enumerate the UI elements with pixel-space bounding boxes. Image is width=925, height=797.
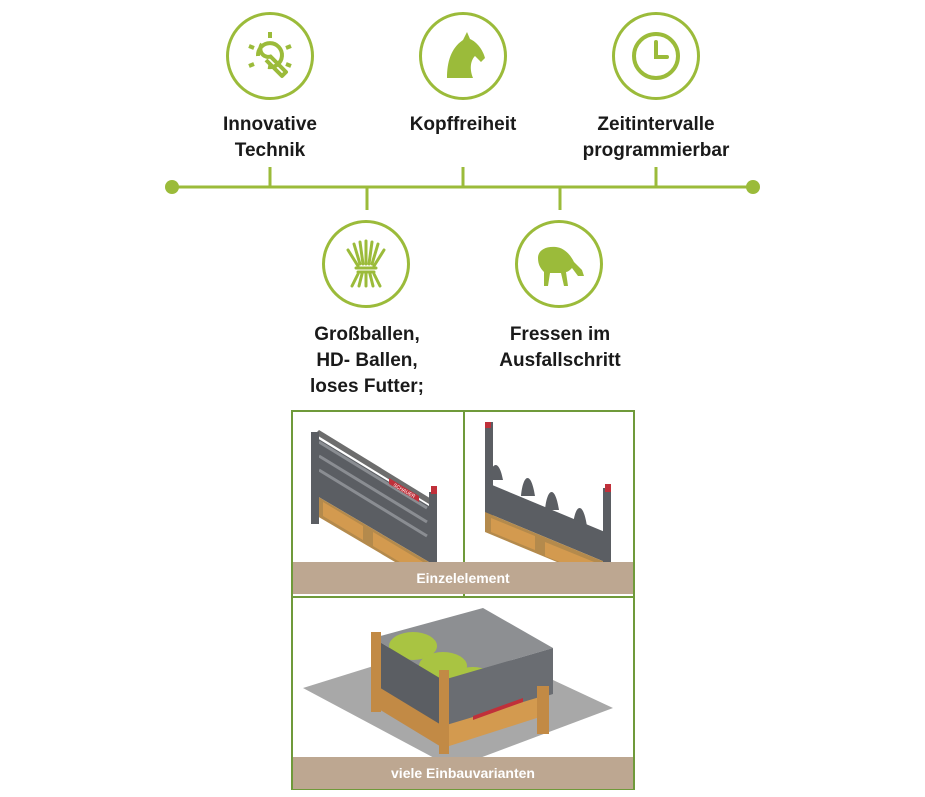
feature-zeitintervalle	[612, 12, 700, 100]
label-line: Fressen im	[509, 324, 611, 345]
feature-grossballen	[322, 220, 410, 308]
horse-head-icon	[447, 32, 485, 78]
clock-icon	[632, 32, 680, 80]
feature-label-zeitintervalle: Zeitintervalle programmierbar	[556, 112, 756, 164]
feature-kopffreiheit	[419, 12, 507, 100]
grazing-horse-icon	[538, 246, 584, 286]
label-line: Großballen,	[314, 324, 420, 345]
label-line: Technik	[234, 140, 306, 161]
label-line: Innovative	[223, 114, 317, 135]
caption-single-element: Einzelelement	[293, 562, 633, 594]
wrench-gear-icon	[248, 32, 292, 78]
hay-bundle-icon	[346, 239, 386, 288]
caption-text: Einzelelement	[416, 570, 510, 586]
label-line: loses Futter;	[309, 376, 425, 397]
caption-variants: viele Einbauvarianten	[293, 757, 633, 789]
variants-render	[303, 608, 613, 768]
feature-label-fressen: Fressen im Ausfallschritt	[460, 322, 660, 374]
label-line: Kopffreiheit	[409, 114, 517, 135]
label-line: Ausfallschritt	[499, 350, 621, 371]
label-line: programmierbar	[582, 140, 730, 161]
timeline-end-dot	[746, 180, 760, 194]
feeder-closed-render: SCHAUER	[311, 430, 437, 584]
feature-label-kopffreiheit: Kopffreiheit	[363, 112, 563, 138]
timeline	[165, 167, 760, 210]
label-line: Zeitintervalle	[597, 114, 715, 135]
feature-innovative-technik	[226, 12, 314, 100]
timeline-start-dot	[165, 180, 179, 194]
label-line: HD- Ballen,	[316, 350, 418, 371]
caption-text: viele Einbauvarianten	[391, 765, 535, 781]
feature-label-innovative-technik: Innovative Technik	[170, 112, 370, 164]
feature-label-grossballen: Großballen, HD- Ballen, loses Futter;	[267, 322, 467, 400]
feature-fressen-im-ausfallschritt	[515, 220, 603, 308]
